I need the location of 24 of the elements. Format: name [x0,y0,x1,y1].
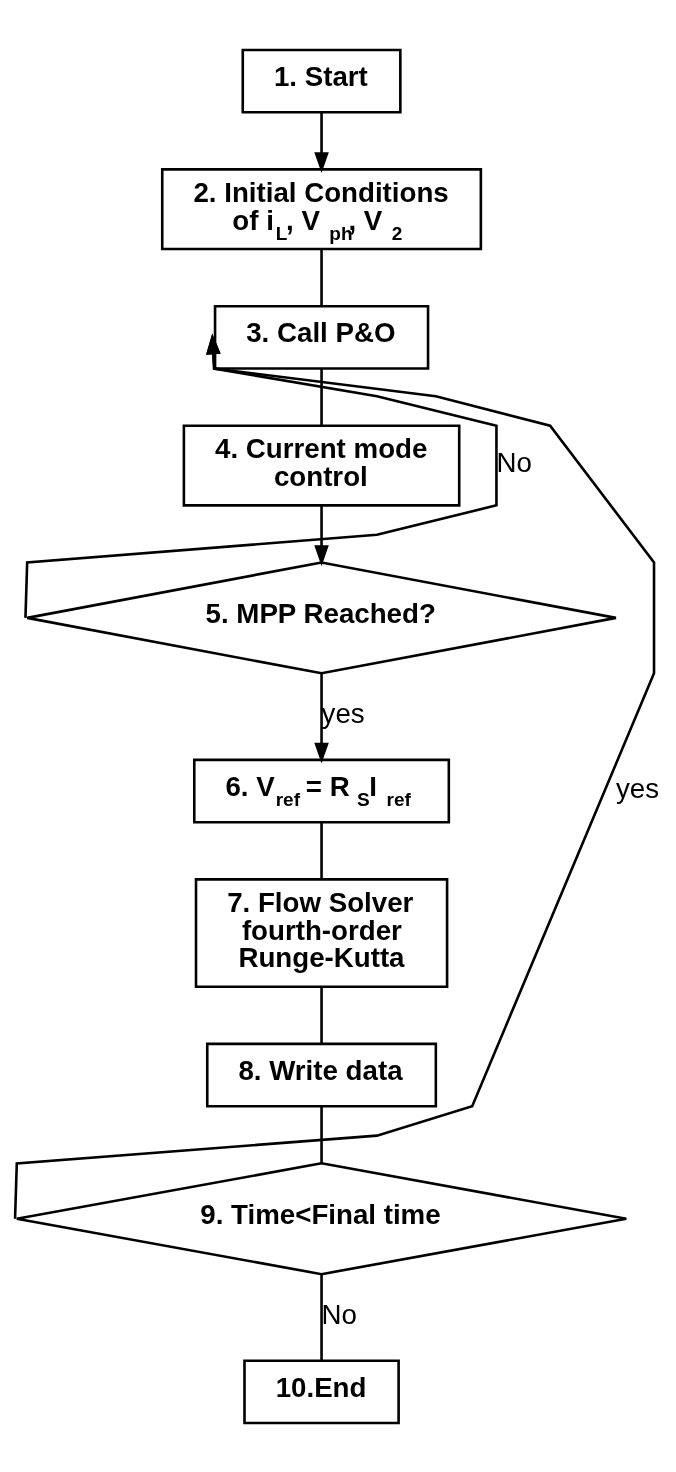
node-diamond: 5. MPP Reached? [25,560,618,675]
connector [320,249,323,306]
arrow [314,111,329,173]
connector [320,1273,323,1360]
connector [320,1106,323,1163]
node-box: 1. Start [241,48,402,114]
node-box: 2. Initial Conditions of i$_{L}$, V$_{ph}$, V$_{2}$ [160,167,483,250]
node-box: 6. V$_{ref}$ = R$_{S}$I$_{ref}$ [193,758,451,823]
node-box: 8. Write data [205,1042,438,1107]
node-box: 3. Call P&O [213,304,430,370]
arrow [24,332,498,618]
node-diamond: 9. Time<Final time [15,1161,628,1275]
arrow [314,672,329,764]
node-box: 4. Current mode control [182,423,461,507]
edge-label: No [496,446,532,478]
connector [320,822,323,879]
edge-label: No [321,1298,357,1330]
arrow [13,332,656,1219]
connector [320,368,323,425]
connector [320,986,323,1043]
arrow [314,505,329,566]
node-box: 10.End [243,1358,400,1424]
edge-label: yes [615,772,660,804]
node-box: 7. Flow Solver fourth-order Runge-Kutta [194,877,449,988]
